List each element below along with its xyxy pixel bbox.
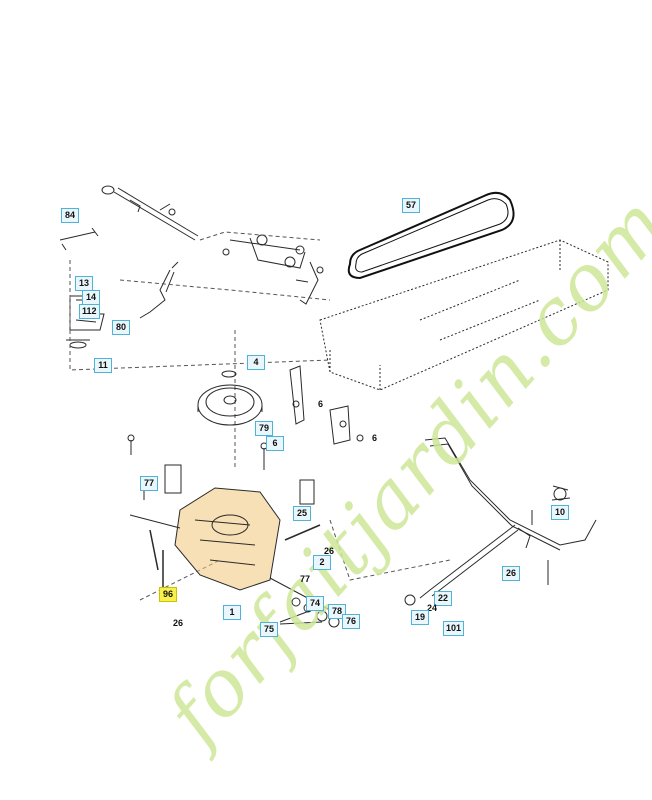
lift-lever bbox=[139, 261, 179, 319]
callout-6-far-right[interactable]: 6 bbox=[372, 433, 378, 443]
callout-96[interactable]: 96 bbox=[159, 587, 177, 602]
callout-84[interactable]: 84 bbox=[61, 208, 79, 223]
callout-75[interactable]: 75 bbox=[260, 622, 278, 637]
callout-76[interactable]: 76 bbox=[342, 614, 360, 629]
callout-19[interactable]: 19 bbox=[411, 610, 429, 625]
callout-78[interactable]: 78 bbox=[328, 604, 346, 619]
callout-22[interactable]: 22 bbox=[434, 591, 452, 606]
callout-1[interactable]: 1 bbox=[223, 605, 241, 620]
callout-14[interactable]: 14 bbox=[82, 290, 100, 305]
callout-6-left[interactable]: 6 bbox=[266, 436, 284, 451]
callout-26-right[interactable]: 26 bbox=[502, 566, 520, 581]
brake-rod bbox=[404, 437, 597, 606]
callout-26-left[interactable]: 26 bbox=[173, 618, 184, 628]
callout-24[interactable]: 24 bbox=[427, 603, 438, 613]
callout-10[interactable]: 10 bbox=[551, 505, 569, 520]
callout-77-center[interactable]: 77 bbox=[300, 574, 311, 584]
callout-11[interactable]: 11 bbox=[94, 358, 112, 373]
callout-6-right[interactable]: 6 bbox=[318, 399, 324, 409]
callout-74[interactable]: 74 bbox=[306, 596, 324, 611]
callout-4[interactable]: 4 bbox=[247, 355, 265, 370]
bolts bbox=[127, 434, 549, 585]
pulley bbox=[197, 370, 263, 426]
callout-79[interactable]: 79 bbox=[255, 421, 273, 436]
idler-bracket bbox=[289, 365, 364, 445]
callout-26-center[interactable]: 26 bbox=[324, 546, 335, 556]
guide-lines bbox=[69, 231, 451, 601]
callout-112[interactable]: 112 bbox=[79, 304, 100, 319]
callout-101[interactable]: 101 bbox=[443, 621, 465, 636]
callout-2[interactable]: 2 bbox=[313, 555, 331, 570]
callout-13[interactable]: 13 bbox=[75, 276, 93, 291]
callout-57[interactable]: 57 bbox=[402, 198, 420, 213]
callout-80[interactable]: 80 bbox=[112, 320, 130, 335]
drive-belt bbox=[347, 191, 515, 280]
callout-25[interactable]: 25 bbox=[293, 506, 311, 521]
mower-frame bbox=[319, 239, 609, 391]
callout-77-left[interactable]: 77 bbox=[140, 476, 158, 491]
